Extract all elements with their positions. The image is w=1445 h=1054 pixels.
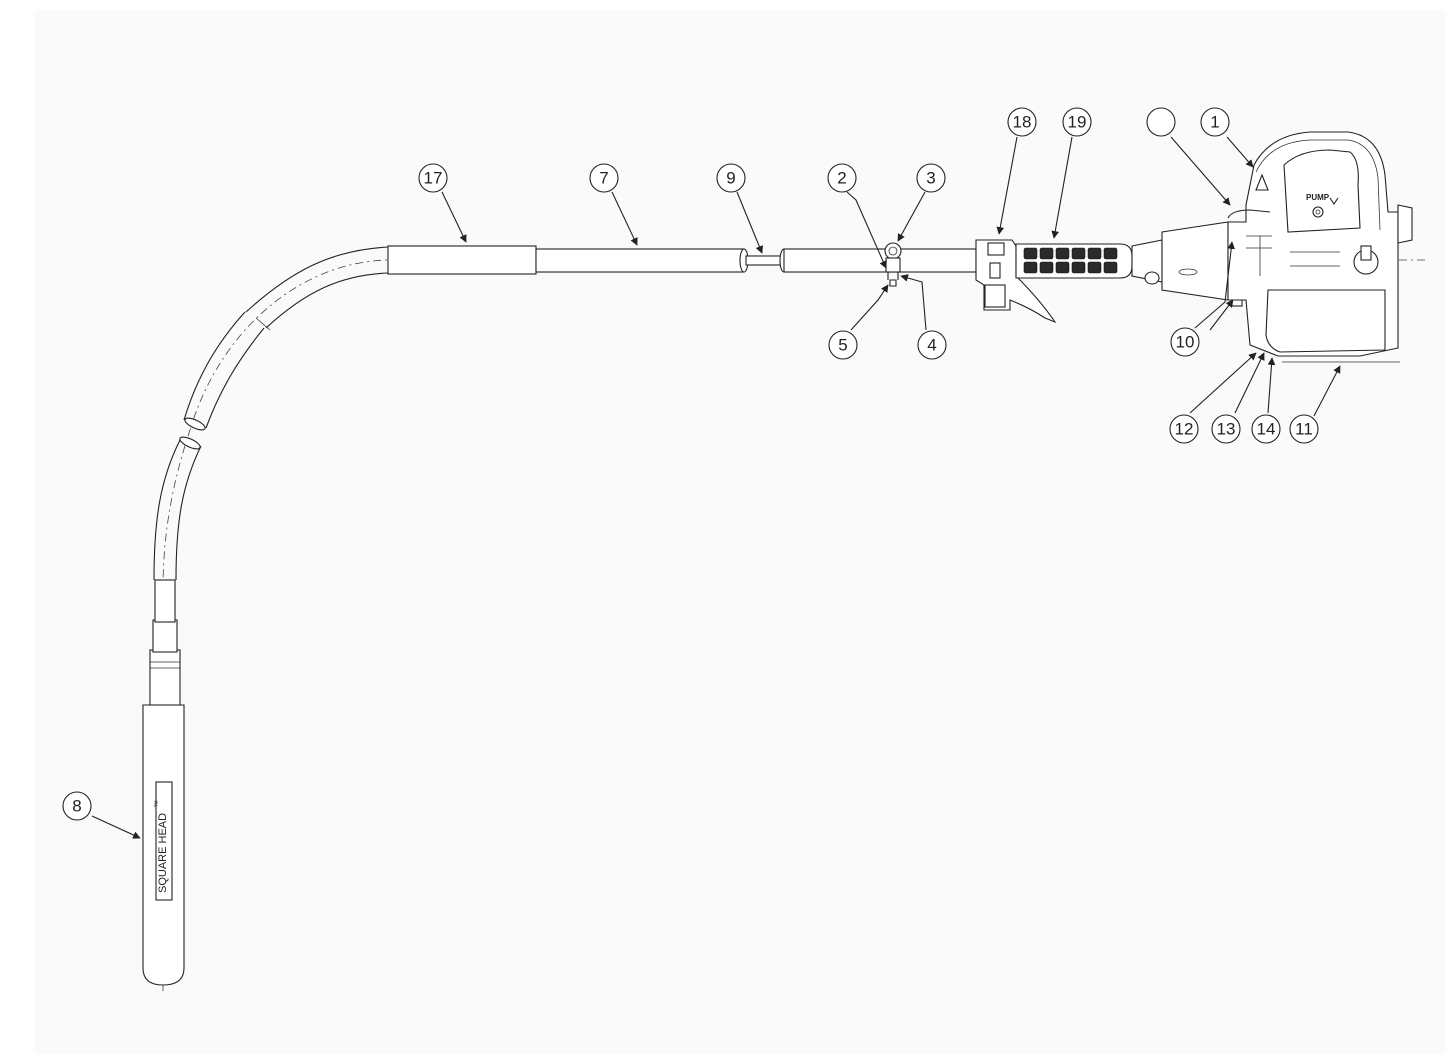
callout-7-label: 7 xyxy=(599,169,608,188)
grip-block xyxy=(1087,261,1102,274)
grip-block xyxy=(1071,247,1086,260)
callout-1: 1 xyxy=(1200,107,1230,137)
callout-17-label: 18 xyxy=(1013,113,1032,132)
vibrator-head: SQUARE HEAD ™ xyxy=(142,579,185,986)
callout-13: 13 xyxy=(1211,414,1241,444)
grip-block xyxy=(1103,247,1118,260)
callout-group: 17 7 9 2 3 5 4 18 xyxy=(62,107,1319,821)
callout-3: 3 xyxy=(916,163,946,193)
callout-8-label: 8 xyxy=(72,797,81,816)
hanger-clamp xyxy=(884,242,902,287)
callout-11-label: 11 xyxy=(1295,420,1313,439)
engine: PUMP xyxy=(1227,131,1413,363)
callout-2-label: 2 xyxy=(837,169,846,188)
centerline xyxy=(162,259,1425,995)
leader-lines xyxy=(91,136,1341,839)
callout-8: 8 xyxy=(62,791,92,821)
callout-13-label: 13 xyxy=(1217,420,1236,439)
flex-shaft-lower xyxy=(153,436,202,581)
callout-9: 9 xyxy=(716,163,746,193)
callout-2: 2 xyxy=(827,163,857,193)
callout-10-label: 10 xyxy=(1176,333,1195,352)
throttle-housing xyxy=(975,239,1057,324)
primer-bulb xyxy=(1312,206,1324,218)
callout-4: 4 xyxy=(917,330,947,360)
head-label-plate xyxy=(155,781,173,901)
callout-3-label: 3 xyxy=(926,169,935,188)
callout-14: 14 xyxy=(1251,414,1281,444)
grip-block xyxy=(1103,261,1118,274)
grip-block xyxy=(1023,247,1038,260)
head-label: SQUARE HEAD xyxy=(157,813,169,893)
callout-4-label: 4 xyxy=(927,336,936,355)
grip-block xyxy=(1071,261,1086,274)
callout-1-label: 1 xyxy=(1210,113,1219,132)
grip-block xyxy=(1055,247,1070,260)
grip-block xyxy=(1039,247,1054,260)
head-label-trademark: ™ xyxy=(153,800,162,808)
callout-17: 18 xyxy=(1007,107,1037,137)
callout-15: 17 xyxy=(418,163,448,193)
grip-block xyxy=(1055,261,1070,274)
callout-5: 5 xyxy=(828,330,858,360)
callout-18: 19 xyxy=(1062,107,1092,137)
callout-12: 12 xyxy=(1169,414,1199,444)
grip-block xyxy=(1039,261,1054,274)
callout-19 xyxy=(1146,107,1176,137)
callout-7: 7 xyxy=(589,163,619,193)
handle-grip xyxy=(1015,243,1133,279)
callout-14-label: 14 xyxy=(1257,420,1276,439)
grip-block xyxy=(1087,247,1102,260)
callout-10: 10 xyxy=(1170,327,1200,357)
callout-12-label: 12 xyxy=(1175,420,1194,439)
callout-11: 11 xyxy=(1289,414,1319,444)
grip-block xyxy=(1023,261,1038,274)
callout-9-label: 9 xyxy=(726,169,735,188)
callout-15-label: 17 xyxy=(424,169,443,188)
callout-5-label: 5 xyxy=(838,336,847,355)
flex-shaft-middle xyxy=(183,311,265,431)
pump-label: PUMP xyxy=(1306,193,1330,202)
hose-sleeve xyxy=(245,245,537,331)
callout-18-label: 19 xyxy=(1068,113,1087,132)
